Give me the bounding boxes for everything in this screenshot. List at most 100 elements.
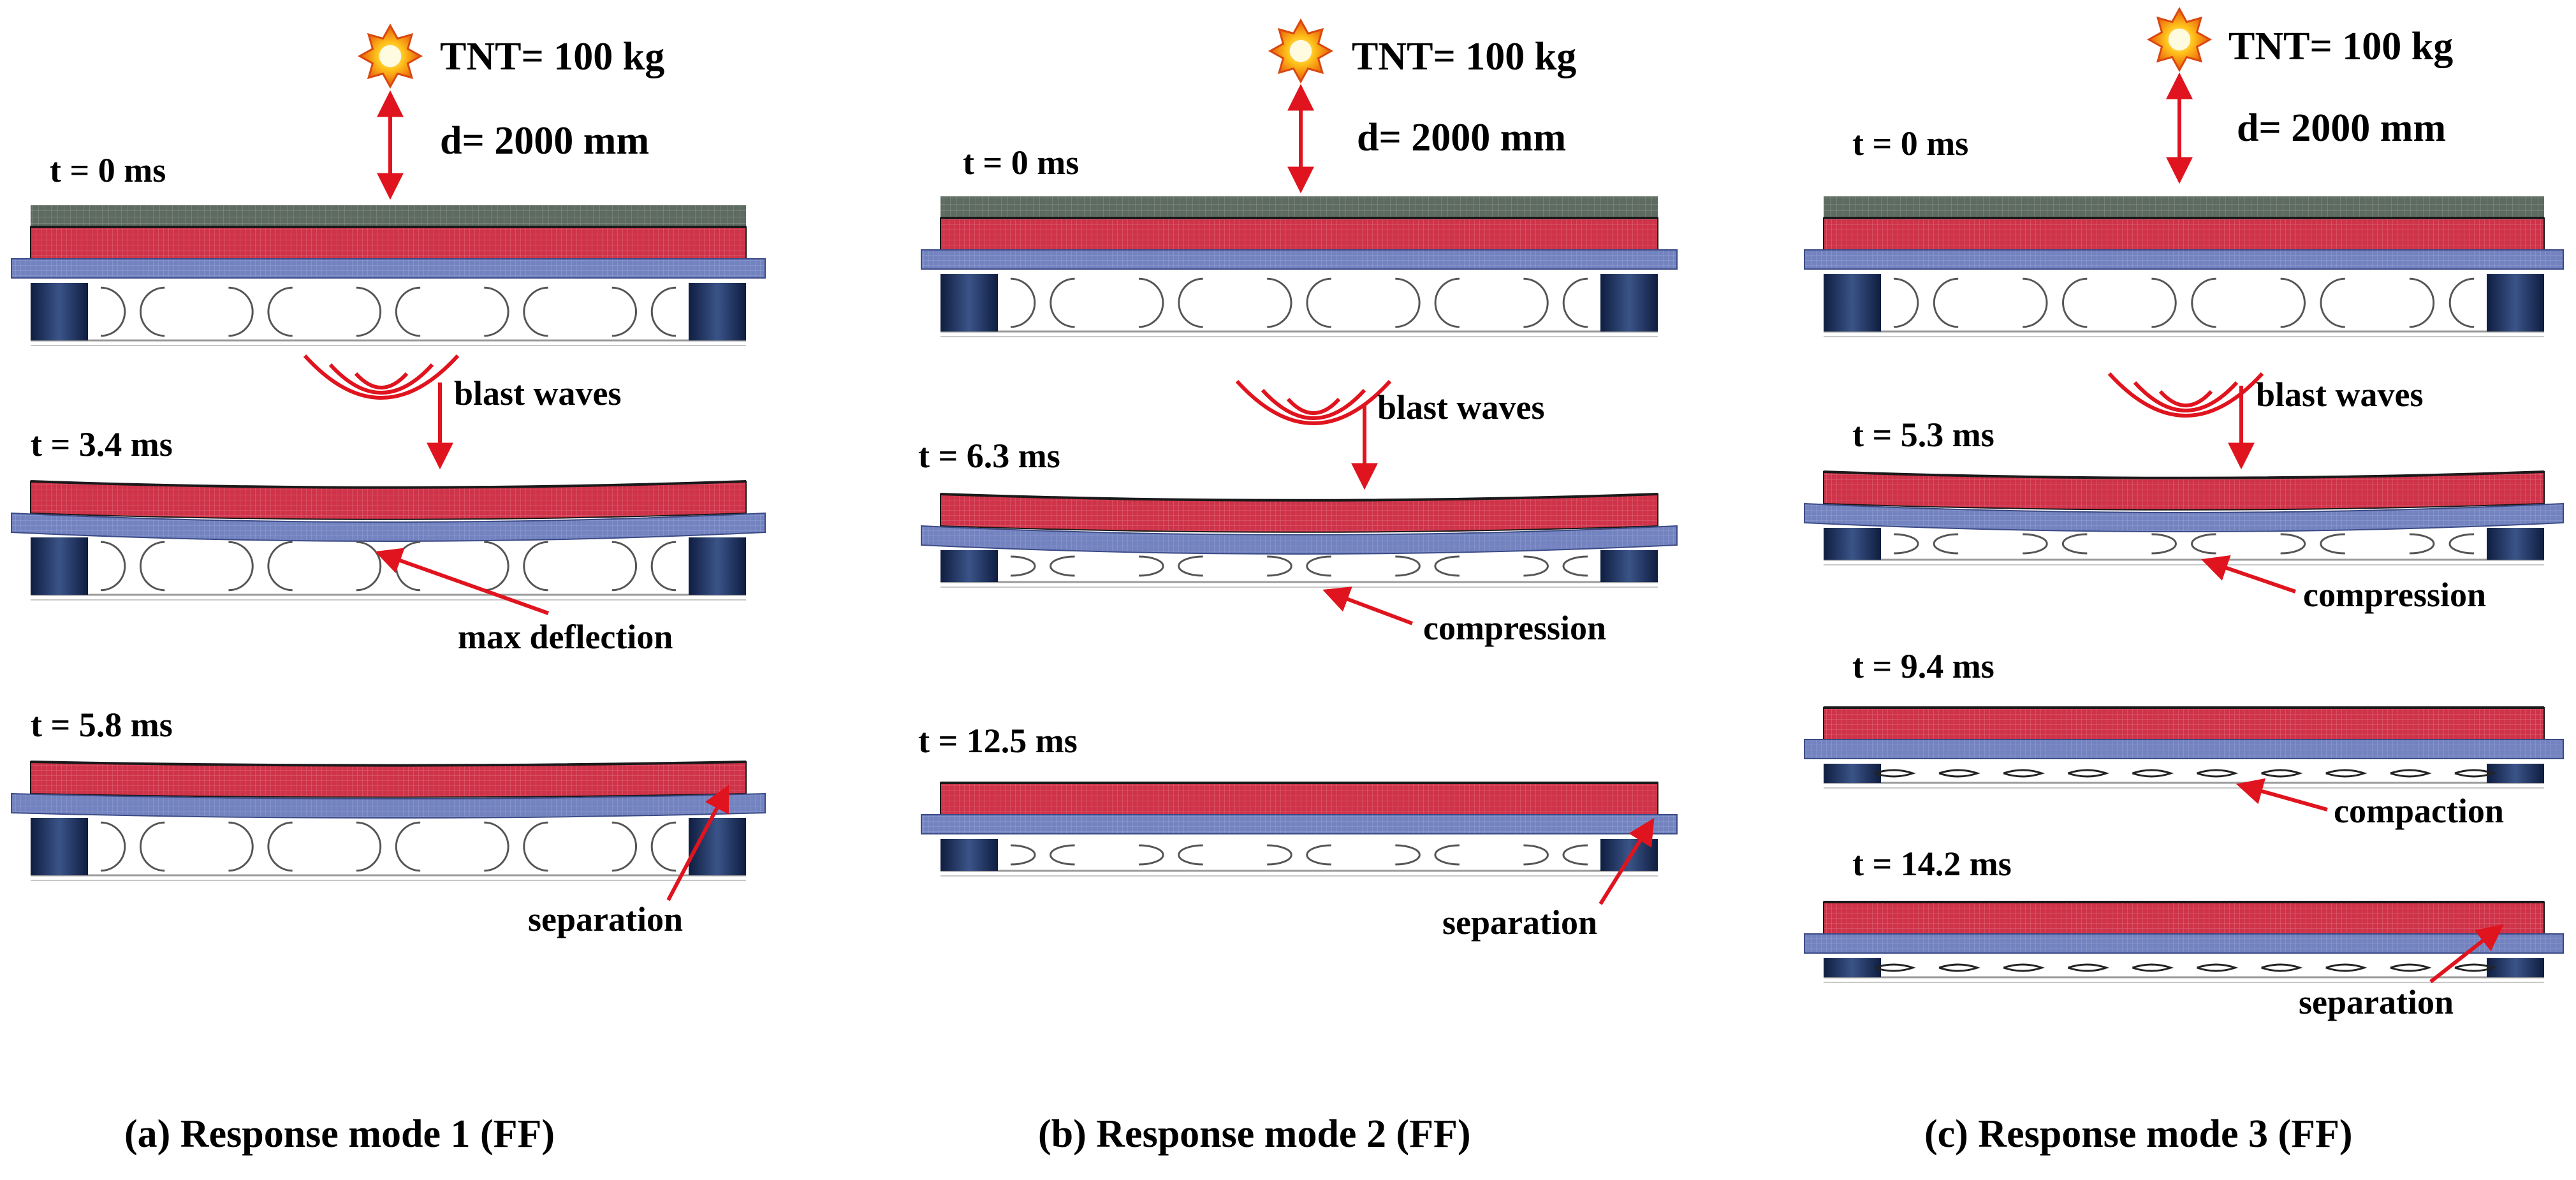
slab-layer (1823, 706, 2545, 741)
core-cell (1178, 277, 1203, 328)
support-block-left (1824, 528, 1881, 560)
support-block-left (940, 550, 998, 582)
assembly-a-2 (11, 761, 766, 881)
max-deflection-arrow-a (375, 548, 550, 615)
annotation-a-blast-waves: blast waves (454, 374, 622, 412)
slab-top-edge (1824, 901, 2544, 903)
support-block-right (2487, 958, 2544, 977)
core-cell (1523, 277, 1549, 328)
core-cell (1267, 277, 1292, 328)
core-cell (228, 821, 254, 872)
slab-layer (30, 226, 747, 260)
assembly-c-2 (1804, 706, 2564, 789)
distance-label-c: d= 2000 mm (2237, 106, 2447, 150)
blast-wave-arc (328, 363, 434, 395)
core-cell (2261, 963, 2303, 972)
core-cell (267, 286, 293, 337)
core-cell (356, 286, 382, 337)
core-cell (1139, 555, 1164, 577)
separation-arrow-b (1599, 817, 1655, 905)
core-cell (395, 286, 421, 337)
compression-arrow-b (1322, 586, 1414, 625)
core-cell (395, 821, 421, 872)
core-cell (2409, 533, 2435, 555)
annotation-a-max-deflection: max deflection (458, 618, 673, 656)
explosion-core (2168, 28, 2191, 51)
core-cell (2261, 769, 2303, 778)
core-cell (1178, 844, 1203, 866)
time-label-c-3: t = 14.2 ms (1852, 845, 2012, 883)
core-cell (1178, 555, 1203, 577)
assembly-c-3 (1804, 901, 2564, 983)
face-plate (1804, 738, 2564, 760)
annotation-b-blast-waves: blast waves (1377, 388, 1545, 426)
assembly-b-2 (921, 782, 1678, 877)
assembly-b-0 (921, 196, 1678, 337)
core-cell (2067, 769, 2110, 778)
slab-top-edge (31, 761, 746, 767)
slab-top-edge (31, 226, 746, 228)
assembly-a-1 (11, 480, 766, 601)
core-cell (1874, 963, 1916, 972)
blast-wave-icon-b (1235, 379, 1392, 425)
charge-label-b: TNT= 100 kg (1352, 35, 1577, 78)
core-cell (2023, 277, 2048, 328)
core-cell (2191, 277, 2216, 328)
core-cell (267, 541, 293, 592)
core-cell (2325, 963, 2367, 972)
slab-top-edge (31, 480, 746, 489)
core-cell (1267, 555, 1292, 577)
core-cell (1523, 844, 1549, 866)
core-cell (1893, 277, 1919, 328)
core-cell (1010, 277, 1036, 328)
face-plate (921, 525, 1678, 555)
blast-wave-icon-a (303, 354, 460, 400)
slab-top-edge (940, 217, 1658, 219)
support-block-left (31, 283, 88, 340)
support-block-left (1824, 274, 1881, 331)
core-cell (1395, 277, 1421, 328)
core-cell (1050, 844, 1075, 866)
slab-layer (1823, 901, 2545, 935)
explosion-core (379, 45, 402, 68)
core-cell (1562, 844, 1588, 866)
support-block-left (1824, 958, 1881, 977)
diagram-layers (11, 6, 2564, 984)
blast-wave-arc (1286, 397, 1341, 415)
support-block-left (31, 818, 88, 875)
core-cell (1523, 555, 1549, 577)
compression-arrow-c (2201, 555, 2296, 594)
slab-top-edge (1824, 217, 2544, 219)
core-cell (1562, 277, 1588, 328)
core-cell (1306, 555, 1331, 577)
assembly-b-1 (921, 493, 1678, 588)
core-cell (1306, 844, 1331, 866)
caption-c: (c) Response mode 3 (FF) (1924, 1112, 2353, 1156)
core-cell (2067, 963, 2110, 972)
support-block-right (1600, 550, 1658, 582)
face-plate (1804, 933, 2564, 954)
core-cell (2151, 533, 2177, 555)
core-cell (1938, 769, 1980, 778)
blast-wave-arc (1261, 388, 1366, 420)
time-label-c-1: t = 5.3 ms (1852, 416, 1994, 454)
core-cell (2409, 277, 2435, 328)
core-cell (139, 821, 165, 872)
core-cell (228, 541, 254, 592)
caption-b: (b) Response mode 2 (FF) (1038, 1112, 1471, 1156)
core-cell (228, 286, 254, 337)
core-cell (1434, 844, 1460, 866)
core-cell (2320, 277, 2345, 328)
support-block-right (689, 283, 746, 340)
core-cell (1395, 555, 1421, 577)
core-cell (1306, 277, 1331, 328)
blast-wave-arc (303, 354, 460, 400)
core-cell (1139, 844, 1164, 866)
core-cell (1395, 844, 1421, 866)
slab-layer (1823, 217, 2545, 251)
explosion-core (1289, 40, 1312, 62)
core-cell (523, 821, 548, 872)
support-block-left (1824, 764, 1881, 783)
